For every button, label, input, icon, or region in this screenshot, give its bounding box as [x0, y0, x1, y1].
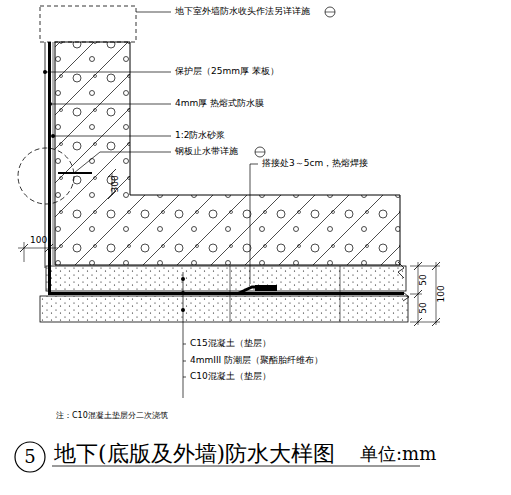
- dimension: 50: [419, 274, 429, 285]
- layer-label: 钢板止水带详施: [175, 147, 238, 157]
- note-text: 搭接处3～5cm，热熔焊接: [262, 159, 368, 169]
- dimension: 100: [437, 285, 447, 302]
- dimension: 300: [111, 175, 121, 192]
- layer-label: 1:2防水砂浆: [175, 131, 225, 141]
- unit-label: 单位:mm: [360, 444, 436, 464]
- layer-label: 保护层（25mm厚 苯板）: [175, 67, 279, 77]
- layer-label: 4mmIII 防潮层（聚酯胎纤维布）: [190, 356, 323, 366]
- dimension: 50: [419, 302, 429, 313]
- layer-label: C10混凝土（垫层）: [190, 372, 271, 382]
- drawing-title: 地下(底版及外墙)防水大样图: [54, 443, 335, 465]
- dimension: 100: [30, 236, 47, 246]
- note-text: 地下室外墙防水收头作法另详详施: [175, 7, 310, 17]
- callout-number: 5: [24, 447, 35, 467]
- note-text: 注：C10混凝土垫层分二次浇筑: [56, 412, 168, 421]
- layer-label: 4mm厚 热熔式防水膜: [175, 99, 264, 109]
- layer-label: C15混凝土（垫层）: [190, 339, 271, 349]
